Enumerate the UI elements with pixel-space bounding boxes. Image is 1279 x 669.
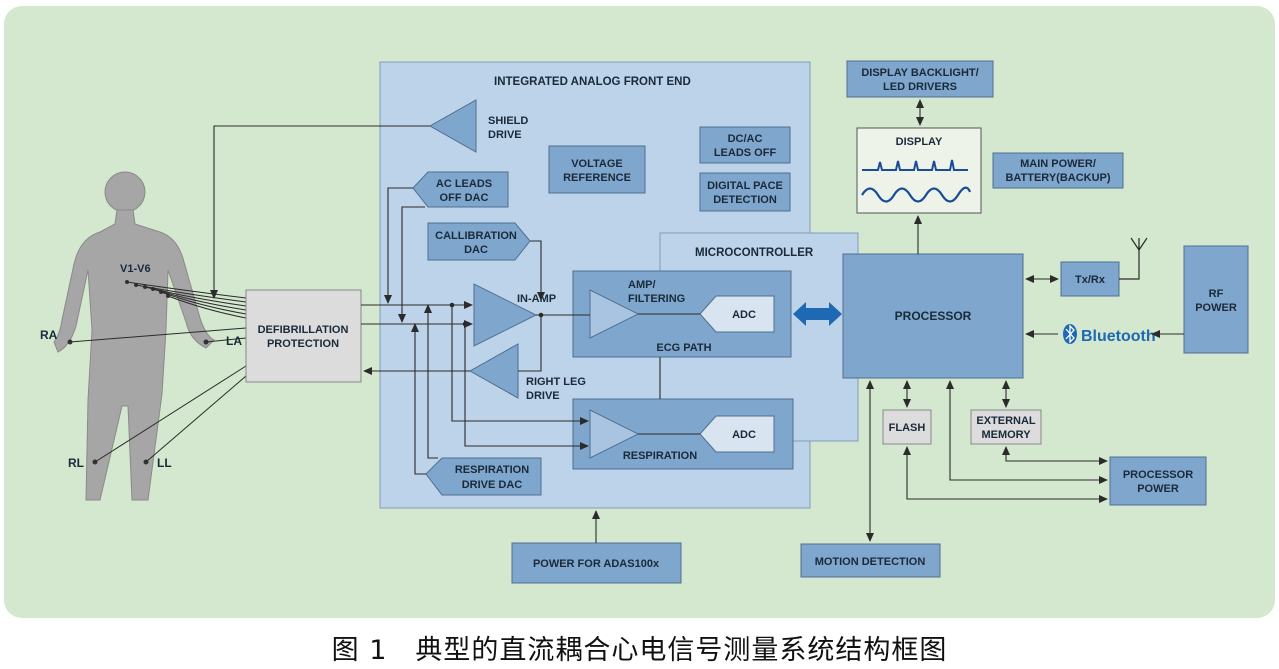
right-leg-drive-label-1: RIGHT LEG [526, 376, 586, 388]
respiration-drive-dac-label-1: RESPIRATION [455, 464, 529, 476]
rf-power-label-1: RF [1209, 288, 1224, 300]
bluetooth-label: Bluetooth [1081, 328, 1156, 345]
dcac-leads-off-label-1: DC/AC [728, 133, 763, 145]
electrode-label-rl: RL [68, 456, 84, 470]
digital-pace-detection-block [699, 172, 791, 212]
rf-power-label-2: POWER [1195, 302, 1237, 314]
motion-detection-block [800, 543, 941, 578]
amp-filtering-label-2: FILTERING [628, 293, 685, 305]
in-amp-amplifier [473, 283, 538, 347]
electrode-label-ll: LL [157, 456, 172, 470]
connection-lines [210, 99, 1184, 543]
display-backlight-block [846, 60, 994, 98]
human-figure-icon [53, 171, 215, 501]
voltage-reference-label-1: VOLTAGE [571, 158, 623, 170]
antenna-icon [1119, 237, 1148, 280]
main-power-block [992, 152, 1124, 189]
rf-power-block [1183, 245, 1249, 354]
external-memory-label-1: EXTERNAL [976, 415, 1036, 427]
data-bus-arrow [793, 302, 842, 326]
display-respiration-waveform [861, 186, 972, 203]
defibrillation-label-2: PROTECTION [267, 338, 339, 350]
calibration-dac-label-1: CALLIBRATION [435, 230, 517, 242]
display-label: DISPLAY [896, 136, 943, 148]
shield-drive-label-1: SHIELD [488, 115, 528, 127]
flash-block [882, 409, 932, 445]
respiration-amplifier [589, 409, 640, 459]
digital-pace-label-2: DETECTION [713, 194, 777, 206]
respiration-adc-block [699, 415, 775, 453]
defibrillation-protection-block [245, 289, 362, 383]
processor-power-label-1: PROCESSOR [1123, 469, 1193, 481]
respiration-drive-dac-block [425, 457, 542, 496]
connection-nodes [449, 302, 544, 327]
ac-leads-off-dac-label-1: AC LEADS [436, 178, 492, 190]
right-leg-drive-label-2: DRIVE [526, 390, 560, 402]
processor-power-block [1109, 456, 1207, 506]
digital-pace-label-1: DIGITAL PACE [707, 180, 783, 192]
amp-filtering-amplifier [589, 289, 640, 339]
shield-drive-label-2: DRIVE [488, 129, 522, 141]
electrode-label-la: LA [226, 334, 242, 348]
processor-power-label-2: POWER [1137, 483, 1179, 495]
defibrillation-label-1: DEFIBRILLATION [258, 324, 349, 336]
calibration-dac-block [427, 222, 531, 261]
respiration-drive-dac-label-2: DRIVE DAC [462, 479, 523, 491]
ecg-adc-label: ADC [732, 309, 756, 321]
calibration-dac-label-2: DAC [464, 244, 488, 256]
txrx-block [1060, 261, 1120, 297]
figure-caption: 图 1 典型的直流耦合心电信号测量系统结构框图 [331, 635, 948, 666]
lead-wires [69, 281, 247, 463]
electrode-label-v1v6: V1-V6 [120, 263, 151, 275]
main-power-label-1: MAIN POWER/ [1020, 158, 1096, 170]
afe-title: INTEGRATED ANALOG FRONT END [494, 76, 691, 88]
in-amp-label: IN-AMP [517, 293, 556, 305]
motion-detection-label: MOTION DETECTION [815, 556, 926, 568]
dcac-leads-off-block [699, 126, 791, 164]
display-backlight-label-1: DISPLAY BACKLIGHT/ [861, 67, 978, 79]
processor-label: PROCESSOR [895, 309, 972, 323]
microcontroller-title: MICROCONTROLLER [695, 247, 814, 259]
power-adas-block [511, 542, 682, 584]
respiration-adc-label: ADC [732, 429, 756, 441]
dcac-leads-off-label-2: LEADS OFF [714, 147, 777, 159]
txrx-label: Tx/Rx [1075, 274, 1106, 286]
display-ecg-waveform [862, 159, 968, 171]
flash-label: FLASH [889, 422, 926, 434]
ac-leads-off-dac-block [412, 171, 509, 208]
display-backlight-label-2: LED DRIVERS [883, 81, 957, 93]
power-adas-label: POWER FOR ADAS100x [533, 558, 660, 570]
voltage-reference-label-2: REFERENCE [563, 172, 631, 184]
external-memory-label-2: MEMORY [981, 429, 1031, 441]
electrode-label-ra: RA [40, 328, 58, 342]
ecg-path-label: ECG PATH [656, 342, 711, 354]
ac-leads-off-dac-label-2: OFF DAC [440, 192, 489, 204]
processor-block [842, 253, 1024, 379]
ecg-adc-block [699, 295, 775, 333]
voltage-reference-block [548, 145, 646, 194]
main-power-label-2: BATTERY(BACKUP) [1005, 172, 1110, 184]
respiration-label: RESPIRATION [623, 450, 697, 462]
bluetooth-icon [1063, 324, 1077, 344]
shield-drive-amplifier [428, 99, 477, 153]
amp-filtering-label-1: AMP/ [628, 279, 656, 291]
